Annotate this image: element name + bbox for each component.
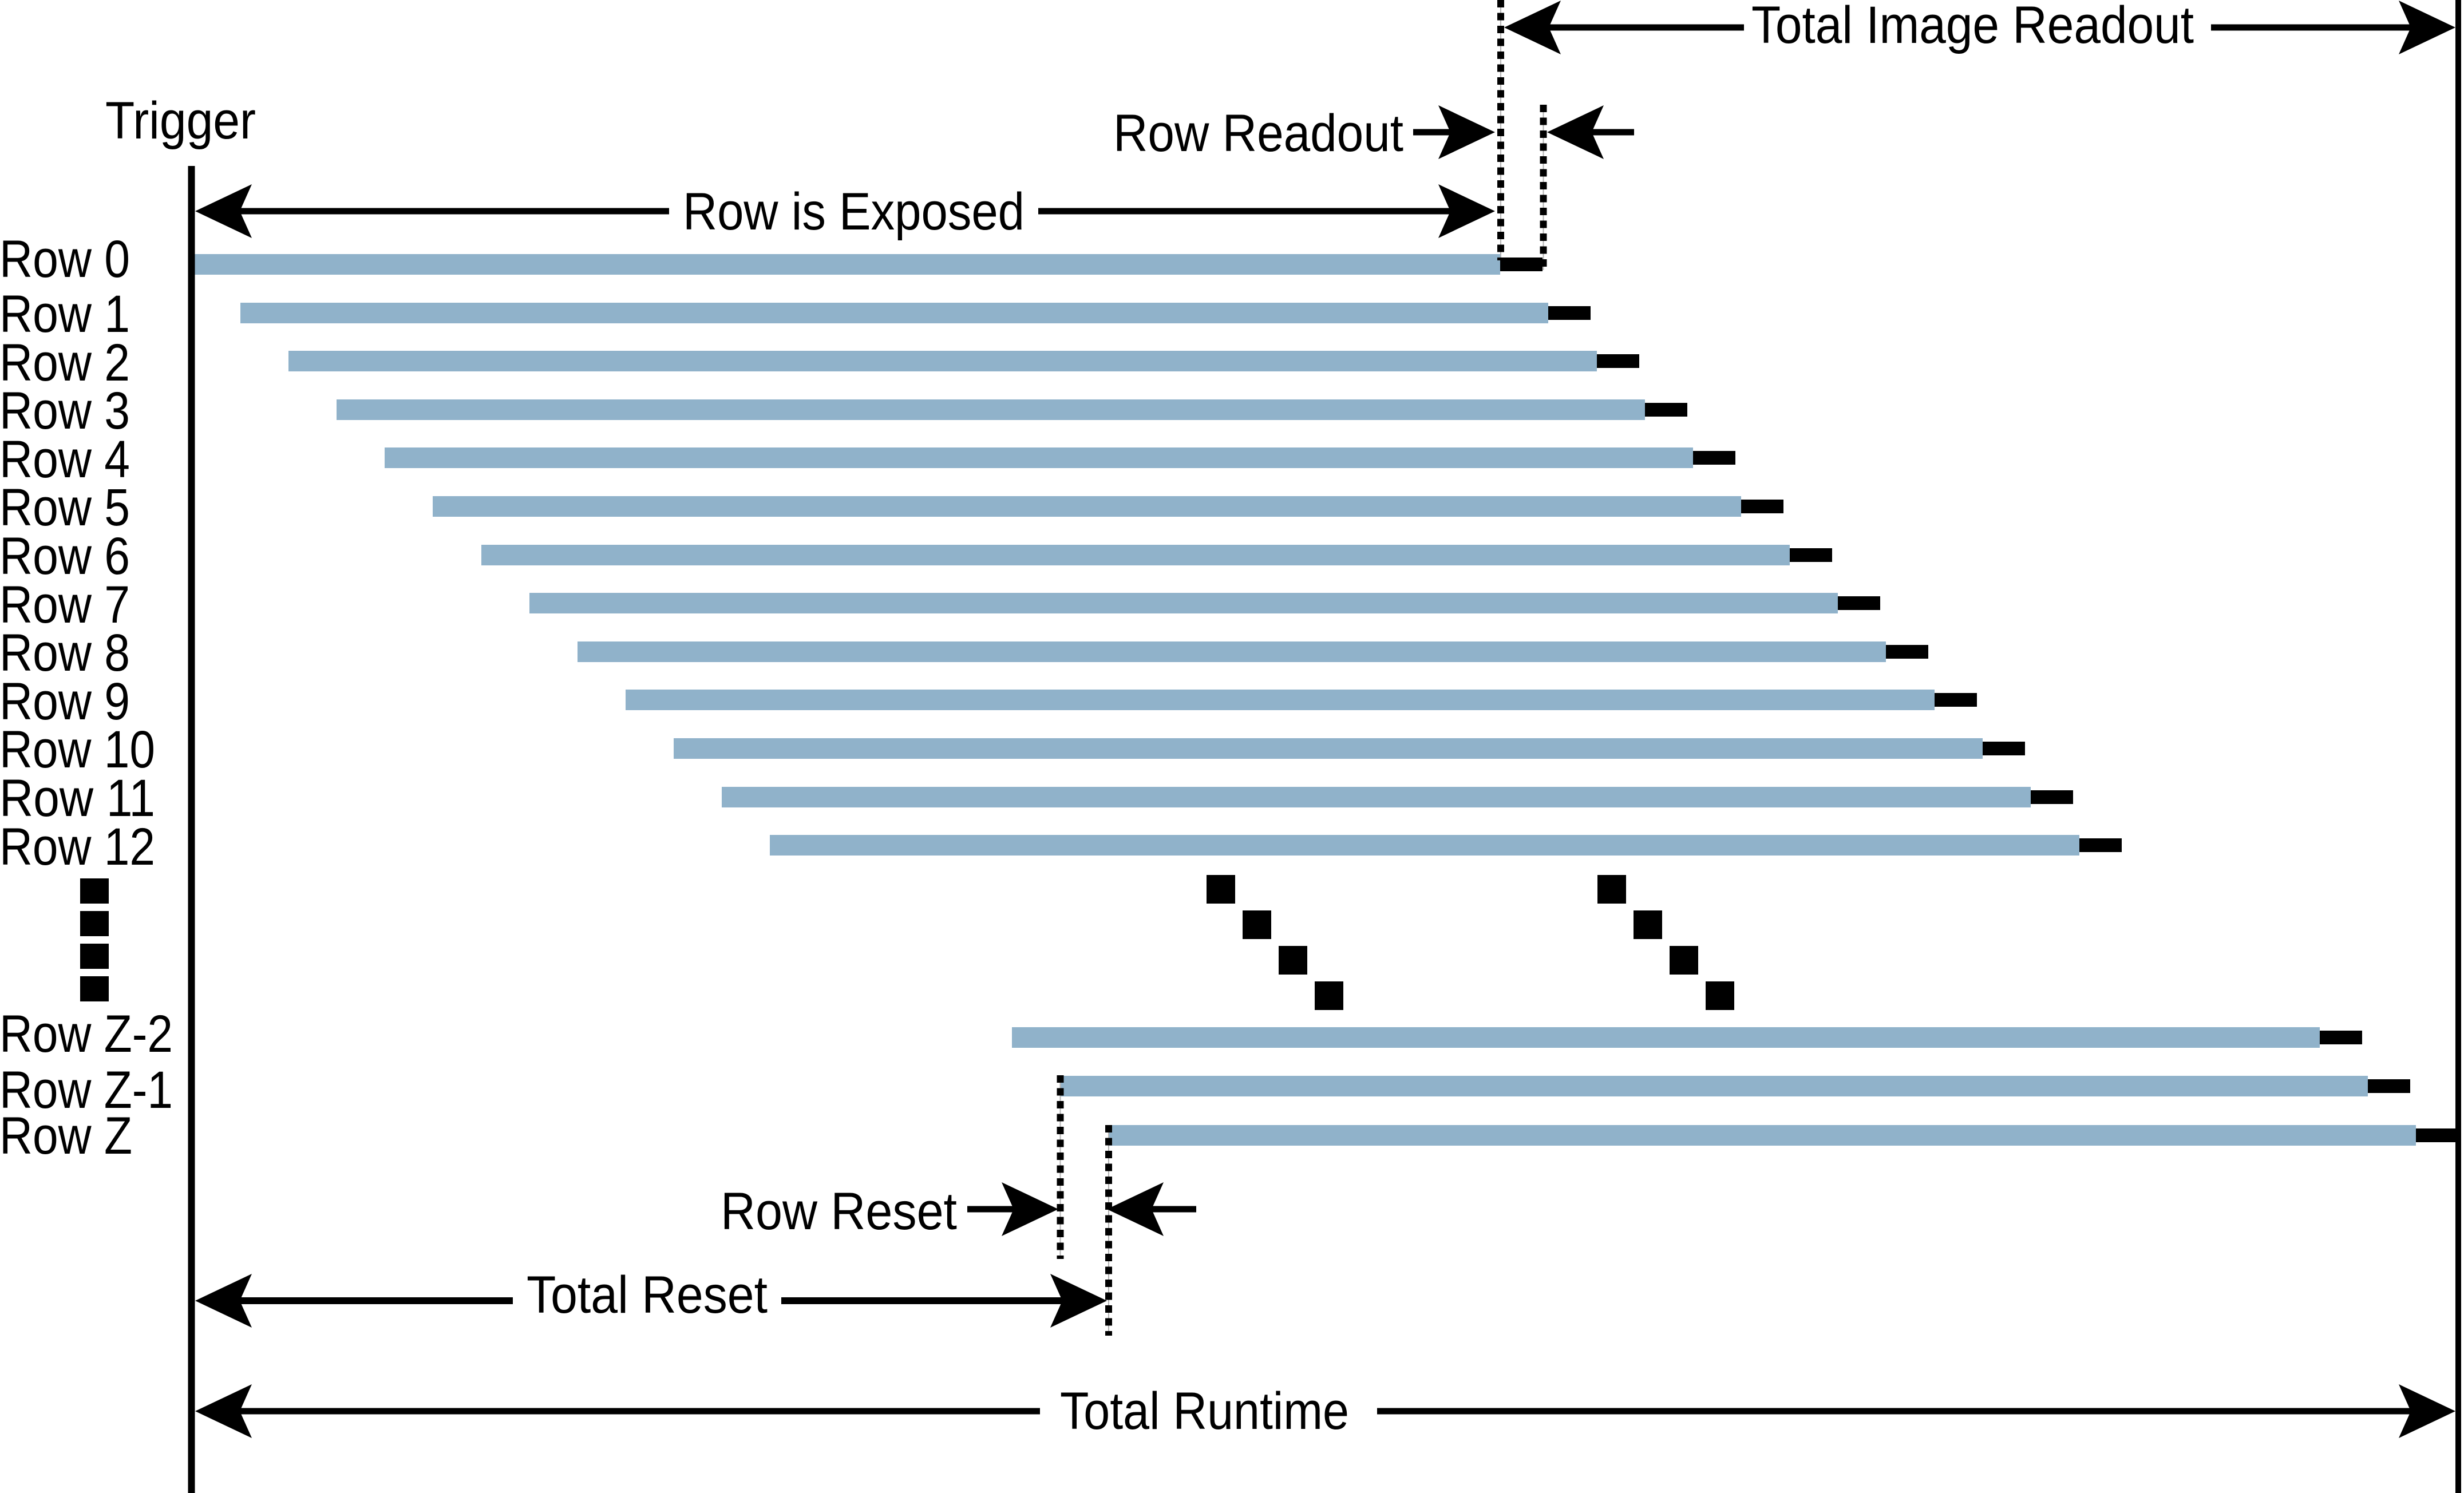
svg-text:Row 1: Row 1 (0, 285, 130, 343)
svg-text:Row 0: Row 0 (0, 230, 130, 288)
svg-text:Row 2: Row 2 (0, 334, 130, 392)
svg-text:Row 8: Row 8 (0, 624, 130, 682)
svg-text:Row 4: Row 4 (0, 430, 130, 489)
svg-text:Row 10: Row 10 (0, 720, 155, 779)
svg-text:Row 6: Row 6 (0, 527, 130, 585)
svg-text:Row Z-2: Row Z-2 (0, 1005, 173, 1063)
svg-text:Row is Exposed: Row is Exposed (683, 183, 1025, 241)
svg-text:Total Image Readout: Total Image Readout (1751, 0, 2194, 54)
svg-text:Total Runtime: Total Runtime (1060, 1382, 1349, 1440)
svg-text:Row 11: Row 11 (0, 769, 155, 827)
svg-text:Row 5: Row 5 (0, 478, 130, 537)
svg-text:Row Readout: Row Readout (1113, 104, 1403, 163)
svg-text:Row Reset: Row Reset (721, 1182, 957, 1241)
svg-text:Row 3: Row 3 (0, 382, 130, 440)
svg-text:Row 7: Row 7 (0, 576, 130, 634)
svg-text:Row 9: Row 9 (0, 672, 130, 731)
svg-text:Row Z: Row Z (0, 1107, 132, 1165)
svg-text:Total Reset: Total Reset (527, 1266, 768, 1324)
svg-text:Trigger: Trigger (105, 92, 256, 150)
svg-text:Row 12: Row 12 (0, 818, 155, 876)
svg-text:Row Z-1: Row Z-1 (0, 1061, 173, 1119)
